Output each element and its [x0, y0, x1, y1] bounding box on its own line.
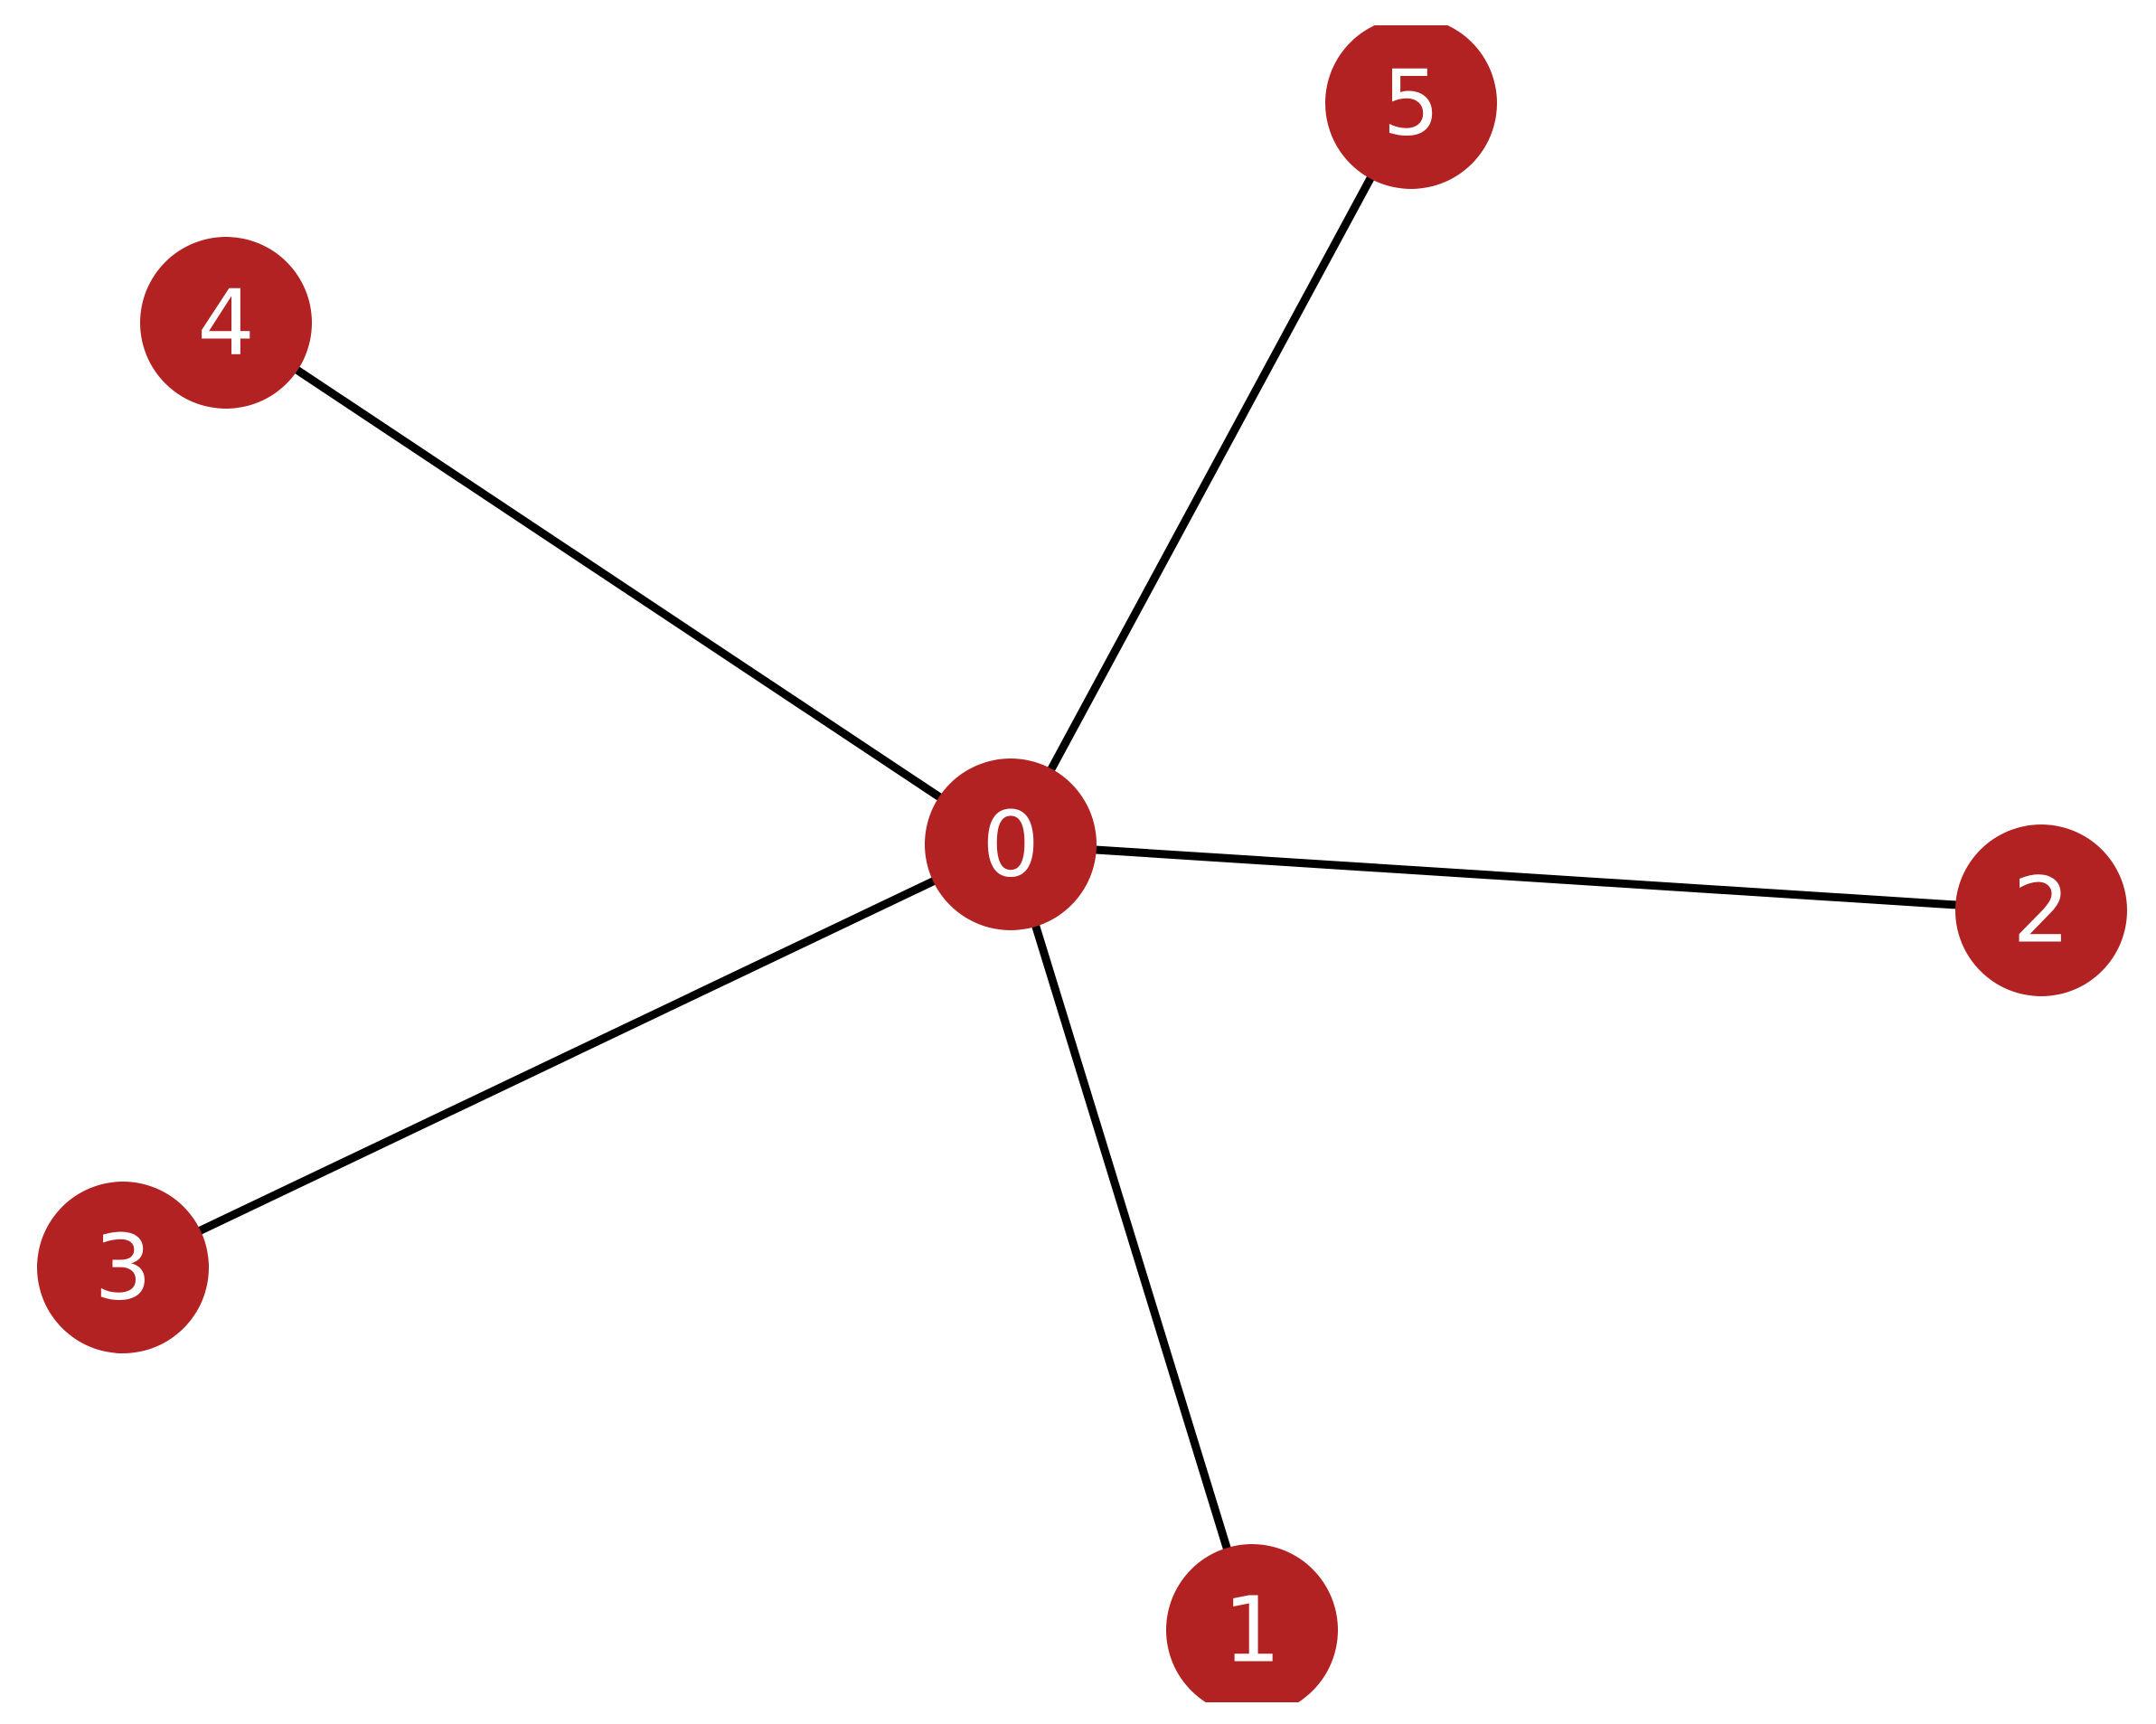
node-label-5: 5 [1382, 51, 1440, 156]
node-1: 1 [1166, 1544, 1338, 1702]
node-5: 5 [1325, 25, 1497, 189]
node-label-1: 1 [1223, 1578, 1281, 1683]
node-3: 3 [37, 1182, 209, 1353]
node-2: 2 [1955, 824, 2127, 996]
node-circle-1 [1166, 1544, 1338, 1702]
node-label-2: 2 [2012, 858, 2070, 964]
node-0: 0 [925, 758, 1097, 930]
node-label-4: 4 [197, 270, 255, 376]
edges [121, 100, 2042, 1632]
node-circle-3 [37, 1182, 209, 1353]
nodes: 0 1 2 3 4 5 [37, 25, 2127, 1702]
edge-0-1 [1006, 843, 1257, 1632]
node-circle-5 [1325, 25, 1497, 189]
node-4: 4 [140, 237, 312, 409]
node-circle-4 [140, 237, 312, 409]
edge-0-4 [223, 319, 1013, 848]
edge-0-5 [1007, 100, 1415, 847]
edge-0-3 [121, 840, 1012, 1272]
node-circle-2 [1955, 824, 2127, 996]
node-label-3: 3 [94, 1215, 152, 1321]
node-label-0: 0 [982, 792, 1040, 898]
node-circle-0 [925, 758, 1097, 930]
edge-0-2 [1010, 840, 2042, 915]
